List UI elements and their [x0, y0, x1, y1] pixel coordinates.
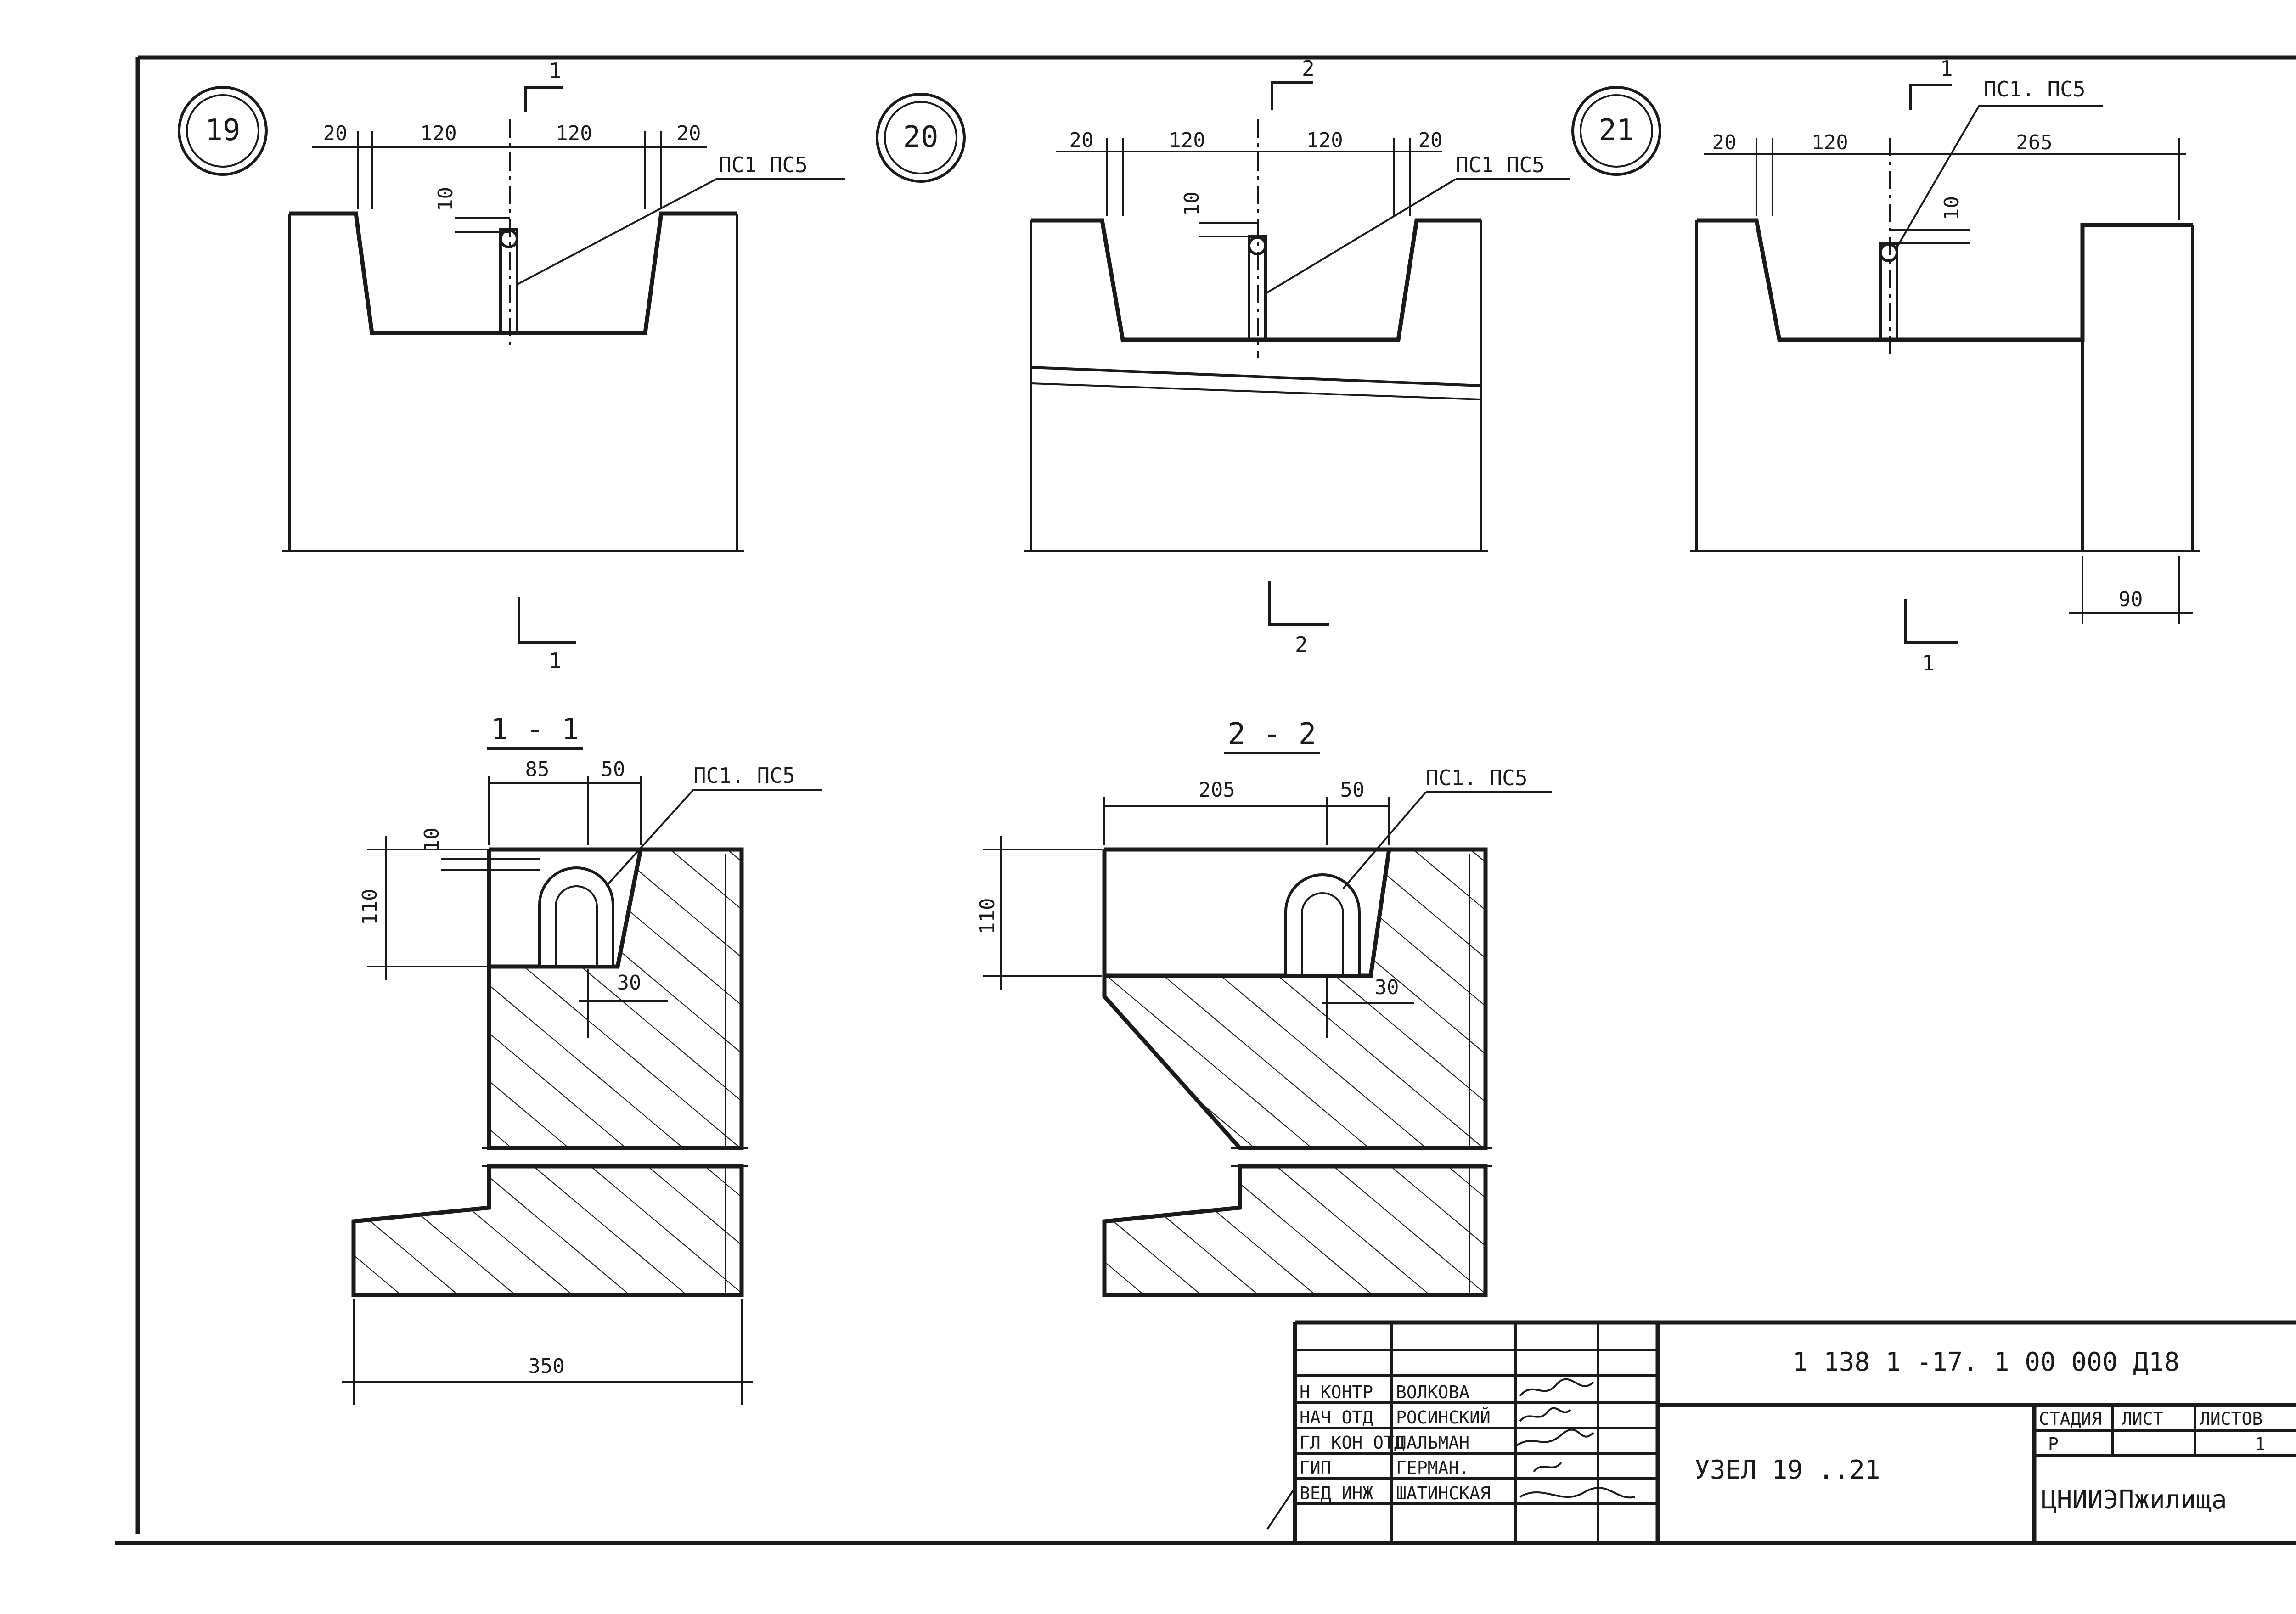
node-21-label: 21 [1598, 113, 1634, 147]
node-19-dim-a: 20 [323, 122, 348, 145]
node-19-cut-top: 1 [549, 58, 562, 83]
node-21-cut-top: 1 [1940, 56, 1953, 81]
tb-role-2: НАЧ ОТД [1300, 1407, 1373, 1428]
section-1-1-dim-b: 50 [601, 758, 625, 781]
section-1-1-dim-bottom: 350 [528, 1355, 564, 1378]
node-21-dim-a: 20 [1712, 131, 1737, 154]
node-21-cut-bottom: 1 [1922, 651, 1935, 675]
tb-stage-header: СТАДИЯ [2039, 1409, 2102, 1429]
node-19-callout: ПС1 ПС5 [719, 152, 808, 177]
tb-title: УЗЕЛ 19 ..21 [1694, 1455, 1880, 1485]
section-2-2-dim-inner: 30 [1375, 976, 1399, 999]
section-2-2-drawing: 2 - 2 205 50 110 30 ПС1. ПС5 [976, 717, 1552, 1297]
node-19-dim-c: 120 [556, 122, 592, 145]
section-1-1-dim-inner: 30 [617, 971, 642, 995]
node-20-cut-bottom: 2 [1295, 632, 1308, 657]
tb-doc-code: 1 138 1 -17. 1 00 000 Д18 [1793, 1347, 2180, 1377]
section-1-1-callout: ПС1. ПС5 [693, 763, 795, 788]
tb-organization: ЦНИИЭПжилища [2041, 1485, 2227, 1515]
node-21-drawing: 21 20 120 265 10 ПС1. ПС5 1 1 90 [1571, 56, 2200, 675]
node-21-dim-right: 90 [2119, 588, 2143, 611]
section-2-2-title: 2 - 2 [1228, 717, 1317, 751]
node-21-dim-b: 120 [1812, 131, 1848, 154]
tb-name-4: ГЕРМАН. [1396, 1458, 1469, 1478]
node-21-gap: 10 [1940, 196, 1964, 220]
tb-role-3: ГЛ КОН ОТД [1300, 1433, 1405, 1453]
node-20-dim-c: 120 [1306, 129, 1343, 152]
tb-role-1: Н КОНТР [1300, 1382, 1373, 1402]
section-2-2-dim-b: 50 [1340, 778, 1365, 802]
tb-sheets-header: ЛИСТОВ [2200, 1409, 2262, 1429]
node-20-cut-top: 2 [1302, 56, 1315, 81]
section-2-2-dim-height: 110 [976, 898, 999, 934]
tb-stage: Р [2048, 1434, 2059, 1454]
title-block: Н КОНТР ВОЛКОВА НАЧ ОТД РОСИНСКИЙ ГЛ КОН… [1266, 1320, 2296, 1543]
signatures [1266, 1378, 1635, 1530]
node-20-drawing: 20 20 120 120 20 10 ПС1 ПС5 2 2 [876, 56, 1570, 657]
node-19-dim-b: 120 [420, 122, 456, 145]
section-1-1-drawing: 1 - 1 85 50 110 10 30 350 ПС1. [342, 713, 822, 1405]
node-21-dim-c: 265 [2016, 131, 2052, 154]
tb-name-3: ПАЛЬМАН [1396, 1433, 1469, 1453]
tb-sheets: 1 [2255, 1434, 2265, 1454]
tb-name-5: ШАТИНСКАЯ [1396, 1483, 1491, 1503]
node-20-label: 20 [903, 120, 938, 154]
tb-name-1: ВОЛКОВА [1396, 1382, 1469, 1402]
node-19-dim-d: 20 [677, 122, 701, 145]
sheet-frame [115, 55, 2296, 1545]
section-1-1-title: 1 - 1 [491, 713, 580, 747]
node-19-label: 19 [205, 113, 240, 147]
node-21-callout: ПС1. ПС5 [1984, 77, 2086, 101]
node-20-dim-a: 20 [1069, 129, 1094, 152]
node-19-drawing: 19 20 120 120 20 10 ПС1 ПС5 1 1 [178, 58, 845, 673]
tb-sheet-header: ЛИСТ [2122, 1409, 2164, 1429]
section-1-1-dim-a: 85 [525, 758, 550, 781]
section-1-1-dim-height: 110 [358, 889, 382, 925]
node-20-dim-d: 20 [1418, 129, 1443, 152]
tb-role-4: ГИП [1300, 1458, 1331, 1478]
node-20-callout: ПС1 ПС5 [1456, 152, 1545, 177]
node-19-gap: 10 [434, 187, 457, 211]
node-19-cut-bottom: 1 [549, 648, 562, 673]
section-1-1-dim-gap: 10 [420, 827, 444, 852]
tb-role-5: ВЕД ИНЖ [1300, 1483, 1373, 1503]
section-2-2-callout: ПС1. ПС5 [1426, 765, 1528, 790]
node-20-gap: 10 [1180, 191, 1204, 216]
tb-name-2: РОСИНСКИЙ [1396, 1407, 1491, 1428]
section-2-2-dim-a: 205 [1199, 778, 1235, 802]
node-20-dim-b: 120 [1169, 129, 1205, 152]
